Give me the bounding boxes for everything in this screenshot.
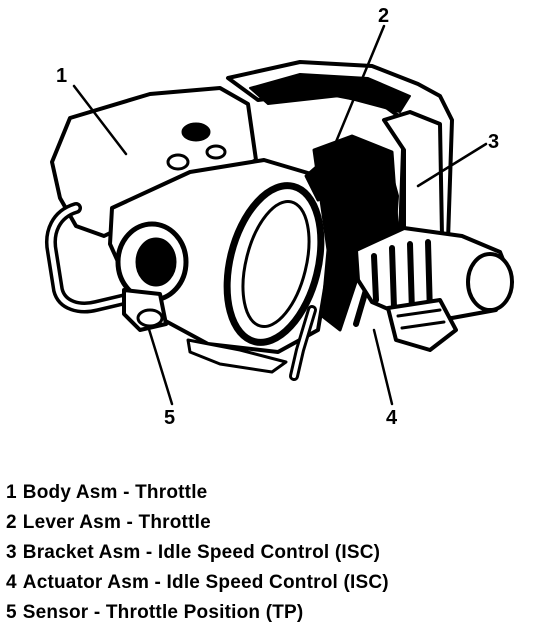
callout-2: 2 (378, 5, 389, 27)
throttle-bore-inner (241, 199, 311, 329)
callout-5-leader (146, 324, 174, 406)
legend-text: Actuator Asm - Idle Speed Control (ISC) (22, 572, 389, 593)
flange-bolt-hole (205, 144, 227, 160)
legend-number: 5 (6, 602, 17, 623)
legend-text: Bracket Asm - Idle Speed Control (ISC) (22, 542, 381, 563)
tp-sensor-center (135, 237, 177, 287)
legend-number: 3 (6, 542, 17, 563)
legend-number: 2 (6, 512, 17, 533)
legend-text: Sensor - Throttle Position (TP) (22, 602, 304, 623)
coolant-pipe-inner (48, 205, 133, 310)
isc-connector-pins (396, 308, 446, 330)
callout-2-leader (324, 24, 386, 168)
isc-actuator-ribs (371, 239, 433, 317)
legend-text: Body Asm - Throttle (22, 482, 208, 503)
tp-sensor-plug (136, 308, 164, 328)
callout-3-leader (416, 142, 488, 188)
callout-4-leader (372, 328, 394, 406)
callout-1-leader (72, 84, 128, 156)
flange-bolt-hole (166, 153, 190, 171)
callout-3: 3 (488, 131, 499, 153)
callout-1: 1 (56, 65, 67, 87)
legend-number: 4 (6, 572, 17, 593)
bottom-mount-tab (186, 338, 288, 374)
legend-text: Lever Asm - Throttle (22, 512, 211, 533)
top-housing-shadow (249, 73, 411, 113)
throttle-body-diagram: 1 2 3 4 5 (45, 5, 514, 429)
flange-bolt-hole (181, 122, 211, 142)
legend-number: 1 (6, 482, 17, 503)
callout-4: 4 (386, 407, 398, 429)
callout-5: 5 (164, 407, 175, 429)
isc-actuator-cap (466, 252, 514, 312)
vacuum-tube-inner (292, 308, 314, 378)
